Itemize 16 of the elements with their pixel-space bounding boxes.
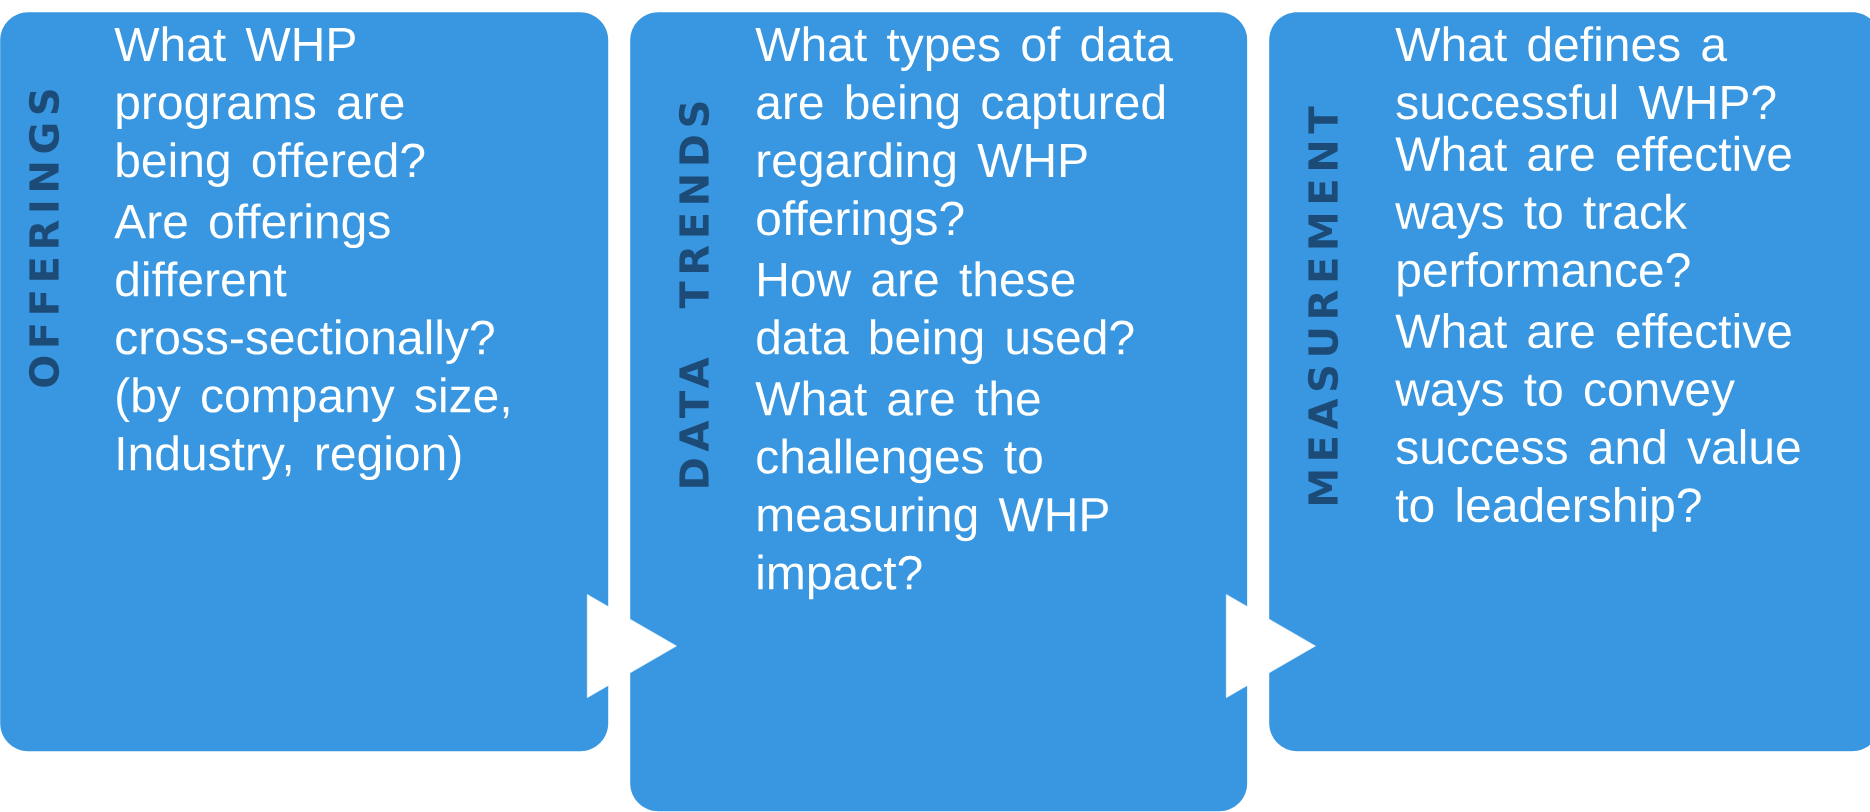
question-text: What are the challenges to measuring WHP impact? xyxy=(755,380,1108,600)
panel-box xyxy=(0,12,609,752)
question-text: What types of data are being captured regarding WHP offerings? xyxy=(755,26,1173,245)
panel-box xyxy=(1269,12,1870,752)
panel-box xyxy=(630,12,1248,812)
question-text: What WHP programs are being offered? xyxy=(114,26,425,187)
question-text: What are effective ways to convey success and value to leadership? xyxy=(1395,313,1800,532)
question-text: What defines a successful WHP? xyxy=(1395,26,1776,120)
arrow xyxy=(586,594,677,698)
vertical-heading: DATA TRENDS xyxy=(678,102,710,487)
arrow xyxy=(1225,594,1316,698)
question-text: Are offerings different cross-sectionally? (by company size, Industry, region) xyxy=(114,203,509,481)
question-text: What are effective ways to track performance? xyxy=(1395,135,1791,297)
vertical-heading: OFFERINGS xyxy=(28,90,60,387)
vertical-heading: MEASUREMENT xyxy=(1307,106,1339,505)
question-text: How are these data being used? xyxy=(757,261,1134,365)
